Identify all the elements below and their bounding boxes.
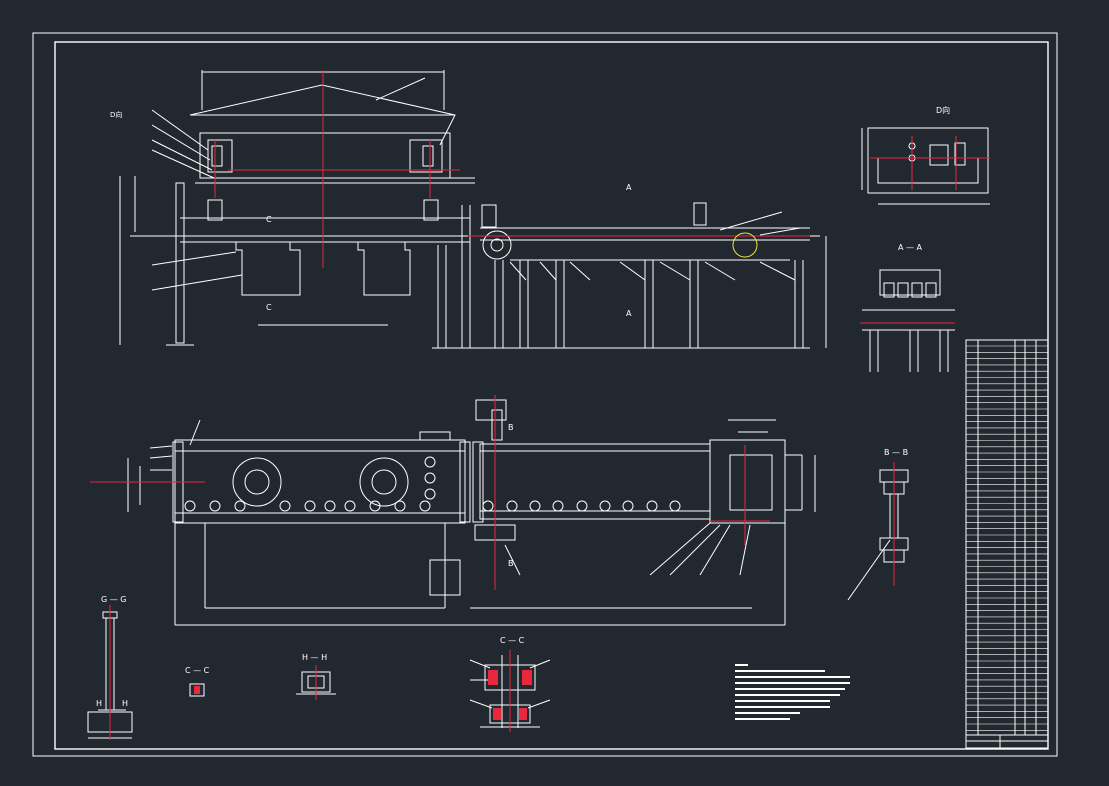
roller — [424, 472, 436, 484]
roller — [234, 500, 246, 512]
roller — [304, 500, 316, 512]
roller — [506, 500, 518, 512]
roller — [324, 500, 336, 512]
cut-a-marker-top: A — [626, 183, 632, 192]
section-c-bottom-title: C — C — [500, 636, 525, 645]
h-marker-left: H — [96, 699, 102, 708]
parts-list-rows — [966, 345, 1048, 731]
cut-b-marker-bottom: B — [508, 559, 514, 568]
c-c-small-fill — [194, 686, 200, 694]
plan-rollers — [184, 456, 681, 512]
roller — [424, 488, 436, 500]
roller — [622, 500, 634, 512]
section-g-title: G — G — [101, 595, 126, 604]
roller — [279, 500, 291, 512]
plan-view — [127, 399, 816, 626]
roller — [209, 500, 221, 512]
section-c-small-title: C — C — [185, 666, 210, 675]
c-c-small-section — [189, 683, 205, 697]
highlight-circle — [732, 232, 758, 258]
section-a-title: A — A — [898, 243, 923, 252]
section-h-title: H — H — [302, 653, 327, 662]
parts-list-table — [965, 339, 1049, 749]
roller — [424, 456, 436, 468]
a-a-section — [862, 269, 955, 372]
roller — [394, 500, 406, 512]
d-view-centerlines — [870, 136, 990, 190]
roller — [344, 500, 356, 512]
roller — [599, 500, 611, 512]
roller — [646, 500, 658, 512]
roller — [419, 500, 431, 512]
h-marker-right: H — [122, 699, 128, 708]
cut-a-marker-bottom: A — [626, 309, 632, 318]
cut-c-marker-top: C — [266, 215, 272, 224]
c-c-bottom-hatch — [488, 670, 532, 720]
cut-c-marker-bottom: C — [266, 303, 272, 312]
technical-notes — [735, 664, 850, 720]
roller — [369, 500, 381, 512]
roller — [576, 500, 588, 512]
section-b-title: B — B — [884, 448, 908, 457]
plan-centerlines — [90, 395, 770, 590]
roller — [184, 500, 196, 512]
direction-d-label: D向 — [110, 110, 122, 119]
roller — [482, 500, 494, 512]
roller — [552, 500, 564, 512]
d-view-title: D向 — [936, 105, 950, 115]
roller — [529, 500, 541, 512]
cut-b-marker-top: B — [508, 423, 514, 432]
roller — [669, 500, 681, 512]
